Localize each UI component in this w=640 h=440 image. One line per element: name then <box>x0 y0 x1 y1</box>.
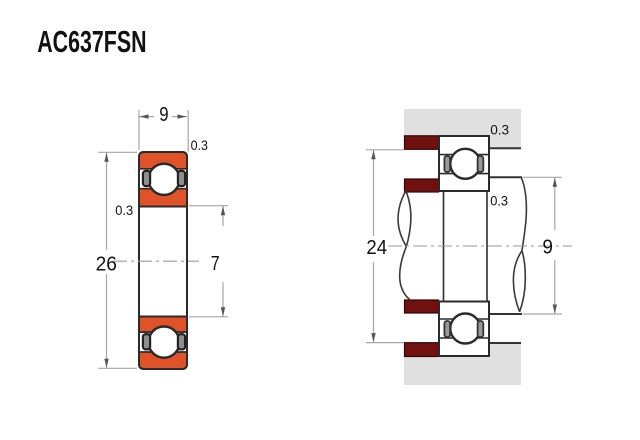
svg-text:26: 26 <box>96 253 117 275</box>
svg-text:AC637FSN: AC637FSN <box>37 24 146 59</box>
svg-text:7: 7 <box>211 252 220 274</box>
svg-text:0.3: 0.3 <box>115 202 133 217</box>
svg-text:24: 24 <box>366 237 387 259</box>
svg-text:9: 9 <box>159 103 168 126</box>
svg-text:9: 9 <box>542 236 553 259</box>
svg-text:0.3: 0.3 <box>490 122 509 137</box>
svg-text:0.3: 0.3 <box>191 138 208 154</box>
svg-text:0.3: 0.3 <box>490 193 508 208</box>
